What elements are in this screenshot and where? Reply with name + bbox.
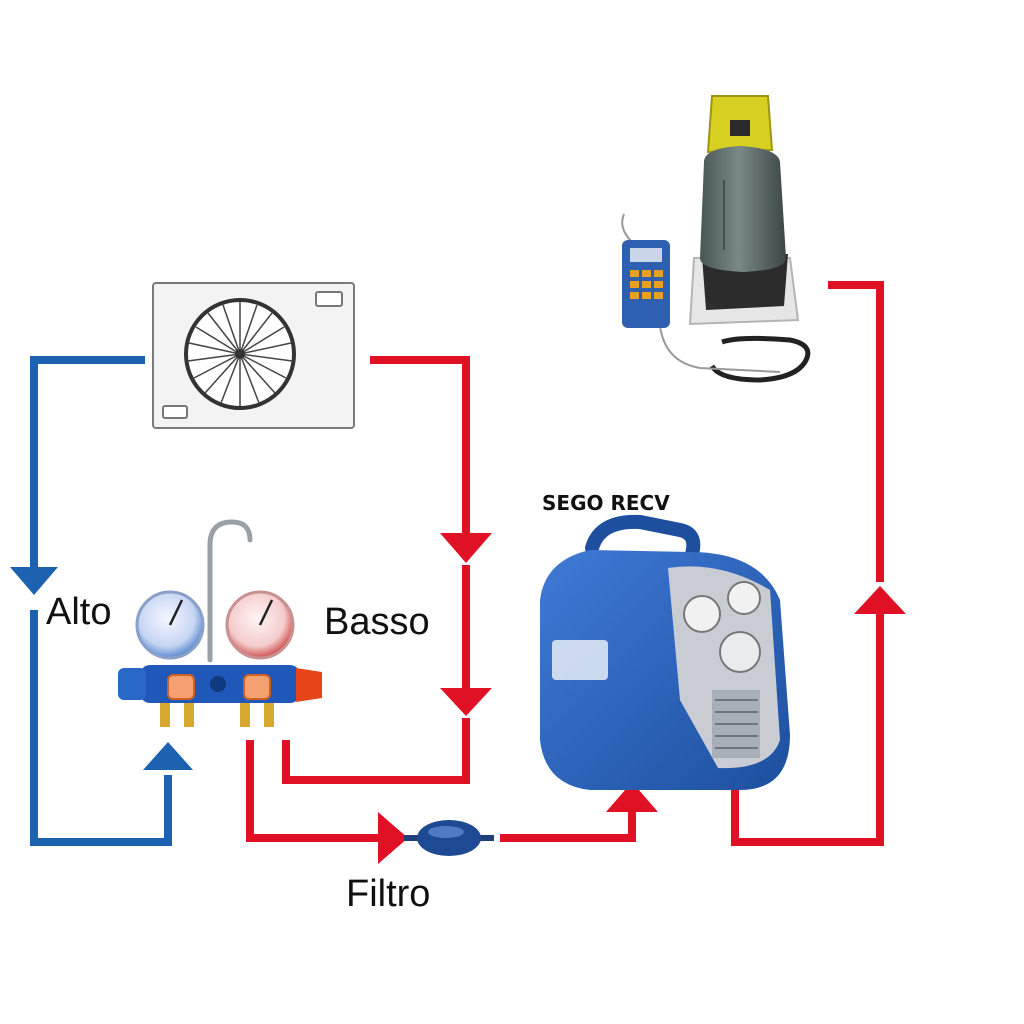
red-arrow-up-icon (606, 782, 658, 812)
fan-spokes (187, 302, 293, 406)
low-pressure-label: Basso (324, 601, 430, 643)
high-pressure-line (30, 356, 172, 846)
manifold-gauge-icon (118, 519, 322, 727)
filter-label: Filtro (346, 873, 430, 915)
red-arrow-down-icon (440, 688, 492, 716)
blue-arrow-down-icon (10, 567, 58, 595)
refrigerant-cylinder-icon (700, 95, 786, 272)
scale-controller-icon (621, 213, 670, 328)
blue-arrow-up-icon (143, 742, 193, 770)
ac-outdoor-unit-icon (152, 282, 355, 429)
filter-drier-icon (404, 820, 494, 856)
digital-scale-icon (659, 254, 811, 383)
high-pressure-label: Alto (46, 591, 111, 633)
red-arrow-down-icon (440, 533, 492, 563)
recovery-unit-label: SEGO RECV (542, 491, 670, 515)
recovery-machine-icon (540, 514, 790, 790)
low-pressure-line (246, 281, 884, 846)
red-arrow-up-icon (854, 586, 906, 614)
red-arrow-right-icon (378, 812, 408, 864)
